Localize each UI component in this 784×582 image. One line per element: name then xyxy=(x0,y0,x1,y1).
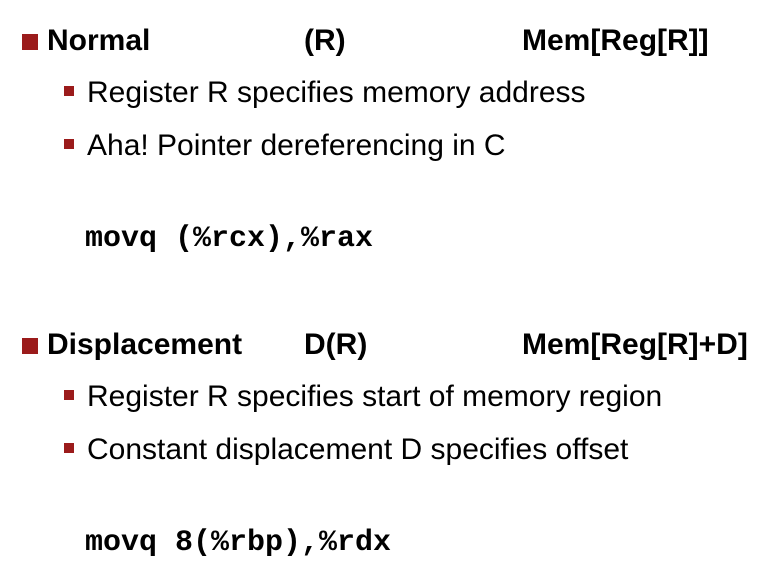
point-bullet-icon xyxy=(64,86,74,96)
point-displacement-2: Constant displacement D specifies offset xyxy=(87,433,629,466)
mode-meaning-normal: Mem[Reg[R]] xyxy=(522,24,709,57)
section-bullet-icon xyxy=(22,34,38,50)
mode-name-normal: Normal xyxy=(47,24,151,57)
section-bullet-icon xyxy=(22,338,38,354)
point-bullet-icon xyxy=(64,443,74,453)
point-normal-1: Register R specifies memory address xyxy=(87,76,586,109)
mode-meaning-displacement: Mem[Reg[R]+D] xyxy=(522,328,748,361)
code-example-displacement: movq 8(%rbp),%rdx xyxy=(85,526,392,560)
mode-syntax-displacement: D(R) xyxy=(304,328,368,361)
point-normal-2: Aha! Pointer dereferencing in C xyxy=(87,129,506,162)
point-displacement-1: Register R specifies start of memory reg… xyxy=(87,380,663,413)
point-bullet-icon xyxy=(64,139,74,149)
point-bullet-icon xyxy=(64,390,74,400)
mode-syntax-normal: (R) xyxy=(304,24,346,57)
mode-name-displacement: Displacement xyxy=(47,328,243,361)
code-example-normal: movq (%rcx),%rax xyxy=(85,222,374,256)
